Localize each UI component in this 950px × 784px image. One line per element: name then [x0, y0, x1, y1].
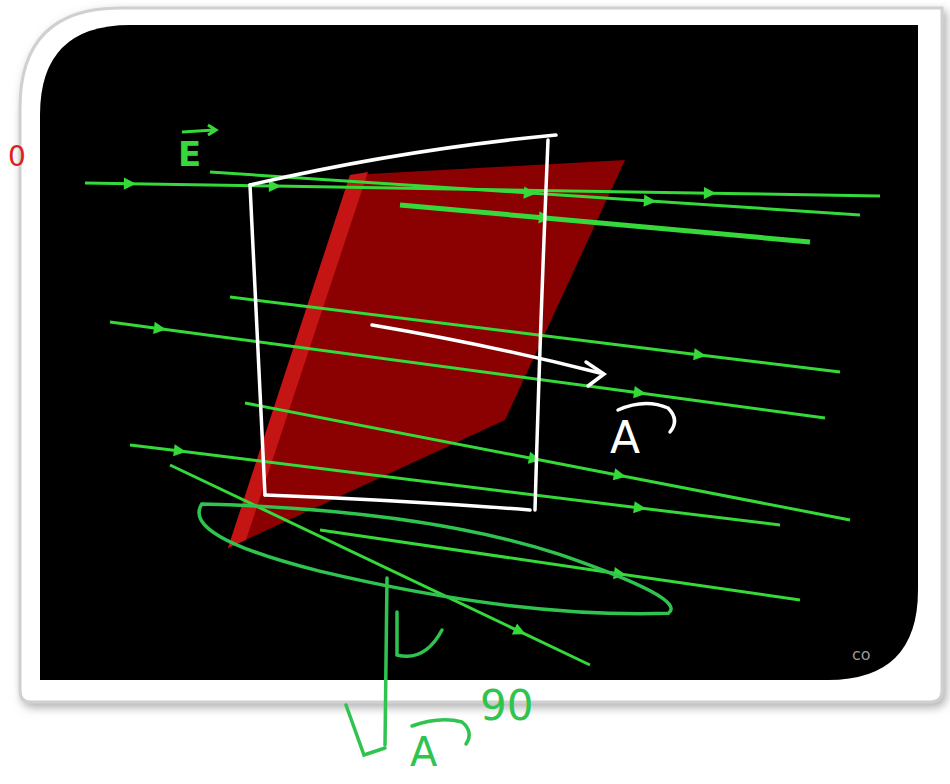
- sketch-line: [535, 140, 548, 510]
- field-line: [230, 297, 840, 372]
- sketch-line: [250, 185, 265, 495]
- projection-ellipse: [196, 504, 674, 616]
- field-lines: [85, 172, 880, 665]
- field-line: [245, 403, 850, 520]
- area-symbol: A: [608, 414, 642, 462]
- normal-line: [385, 578, 387, 745]
- field-line: [400, 205, 810, 242]
- sketch-line: [250, 135, 556, 185]
- vector-arrow: [182, 125, 216, 135]
- field-symbol: E: [176, 136, 203, 173]
- margin-number: 0: [6, 142, 28, 173]
- watermark: co: [850, 646, 873, 664]
- area-sketch: [250, 135, 675, 510]
- normal-sketch: [196, 504, 674, 755]
- surface-edge: [228, 172, 368, 548]
- field-line: [130, 445, 780, 525]
- field-line: [170, 465, 590, 665]
- right-angle-mark: [397, 612, 442, 656]
- frame: [20, 8, 942, 702]
- angle-value: 90: [478, 683, 535, 729]
- field-line: [110, 322, 825, 418]
- area-vector: [372, 325, 600, 373]
- arrow-head: [586, 362, 604, 386]
- arrow-head: [346, 705, 385, 755]
- field-line: [320, 530, 800, 600]
- field-line: [210, 172, 860, 215]
- area-symbol: A: [408, 730, 439, 774]
- black-ground: [40, 25, 918, 680]
